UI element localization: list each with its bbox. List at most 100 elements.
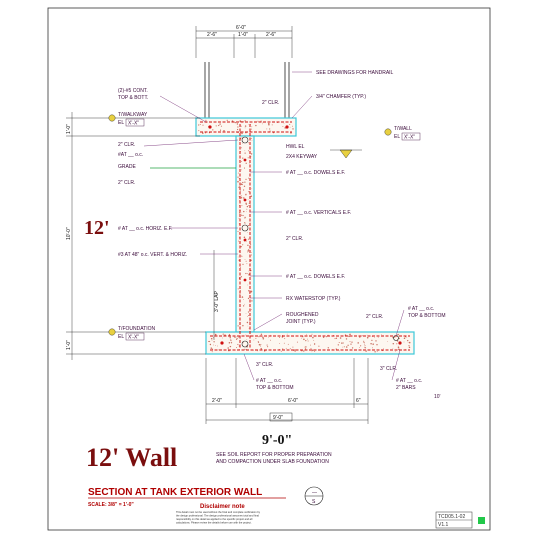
- el-wall-value: X'-X": [404, 135, 415, 141]
- aggregate-speck: [251, 254, 252, 256]
- aggregate-speck: [392, 342, 395, 345]
- aggregate-speck: [287, 343, 289, 345]
- aggregate-speck: [242, 342, 244, 344]
- callout-top: —: [312, 490, 317, 496]
- keyway-note: 2X4 KEYWAY: [286, 154, 318, 160]
- aggregate-speck: [234, 336, 236, 338]
- aggregate-speck: [260, 343, 262, 345]
- aggregate-speck: [310, 344, 312, 346]
- aggregate-speck: [338, 342, 340, 343]
- aggregate-speck: [229, 345, 232, 348]
- aggregate-speck: [249, 203, 251, 205]
- aggregate-speck: [395, 350, 396, 352]
- aggregate-speck: [237, 256, 239, 258]
- handrail: [204, 62, 290, 118]
- aggregate-speck: [248, 163, 250, 165]
- el-foundation-box: [125, 332, 145, 341]
- elevation-markers: [108, 114, 392, 336]
- aggregate-speck: [250, 156, 252, 158]
- aggregate-speck: [250, 259, 252, 262]
- bottom-dim-left: 2'-0": [212, 398, 222, 404]
- aggregate-speck: [236, 128, 239, 131]
- aggregate-speck: [339, 337, 342, 339]
- aggregate-speck: [250, 169, 252, 171]
- aggregate-speck: [247, 297, 250, 300]
- aggregate-speck: [343, 346, 345, 348]
- aggregate-speck: [237, 180, 239, 183]
- aggregate-speck: [251, 140, 253, 142]
- section-title: SECTION AT TANK EXTERIOR WALL: [88, 487, 262, 498]
- el-walkway-prefix: EL: [118, 120, 124, 126]
- aggregate-speck: [289, 123, 291, 126]
- aggregate-speck: [269, 128, 271, 130]
- verticals-ef: # AT __ o.c. VERTICALS E.F.: [286, 210, 351, 216]
- aggregate-speck: [370, 343, 372, 345]
- aggregate-speck: [312, 336, 314, 339]
- aggregate-speck: [408, 345, 410, 347]
- aggregate-speck: [230, 339, 231, 340]
- aggregate-speck: [334, 338, 336, 340]
- aggregate-speck: [278, 342, 280, 344]
- hwl-el: HWL EL: [286, 144, 305, 150]
- aggregate-speck: [248, 290, 250, 292]
- top-bottom-right: TOP & BOTTOM: [408, 313, 446, 319]
- clr-2-slab: 2" CLR.: [366, 314, 383, 320]
- dowels-ef-bottom: # AT __ o.c. DOWELS E.F.: [286, 274, 345, 280]
- aggregate-speck: [244, 218, 246, 219]
- aggregate-speck: [210, 337, 213, 340]
- aggregate-speck: [217, 345, 219, 347]
- aggregate-speck: [351, 341, 353, 343]
- aggregate-speck: [285, 347, 287, 349]
- lap-dimension: 3'-0" LAP: [214, 291, 220, 312]
- aggregate-speck: [238, 336, 239, 338]
- aggregate-speck: [407, 339, 409, 342]
- aggregate-speck: [247, 284, 249, 286]
- aggregate-speck: [371, 339, 373, 342]
- aggregate-speck: [239, 186, 241, 188]
- aggregate-speck: [347, 344, 349, 346]
- aggregate-speck: [262, 336, 264, 339]
- aggregate-speck: [337, 344, 339, 346]
- aggregate-speck: [246, 272, 248, 274]
- aggregate-speck: [345, 338, 348, 340]
- aggregate-speck: [231, 120, 234, 122]
- aggregate-speck: [363, 340, 365, 342]
- aggregate-speck: [247, 157, 249, 159]
- aggregate-speck: [240, 197, 243, 199]
- aggregate-speck: [240, 160, 242, 162]
- aggregate-speck: [349, 333, 351, 336]
- aggregate-speck: [242, 157, 244, 159]
- aggregate-speck: [396, 343, 398, 345]
- aggregate-speck: [246, 208, 248, 210]
- aggregate-speck: [303, 338, 305, 341]
- aggregate-speck: [220, 125, 222, 127]
- el-wall-prefix: EL: [394, 134, 400, 140]
- aggregate-speck: [215, 345, 216, 346]
- aggregate-speck: [270, 334, 272, 336]
- aggregate-speck: [242, 181, 244, 184]
- aggregate-speck: [208, 341, 209, 342]
- aggregate-speck: [290, 132, 292, 134]
- aggregate-speck: [289, 126, 291, 128]
- cont-top-bott-line1: (2)-#5 CONT.: [118, 88, 148, 94]
- aggregate-speck: [348, 335, 350, 338]
- aggregate-speck: [282, 126, 284, 128]
- aggregate-speck: [246, 205, 249, 208]
- aggregate-speck: [230, 341, 232, 343]
- aggregate-speck: [271, 124, 273, 126]
- aggregate-speck: [245, 334, 247, 336]
- aggregate-speck: [211, 351, 213, 353]
- aggregate-speck: [372, 347, 374, 349]
- at-top-bottom-right: # AT __ o.c.: [408, 306, 434, 312]
- aggregate-speck: [237, 126, 239, 128]
- aggregate-speck: [255, 337, 257, 339]
- aggregate-speck: [247, 244, 249, 247]
- aggregate-speck: [262, 337, 265, 340]
- aggregate-speck: [257, 120, 259, 122]
- overall-top-width: 6'-0": [236, 25, 246, 31]
- aggregate-speck: [219, 123, 221, 125]
- aggregate-speck: [327, 347, 329, 349]
- aggregate-speck: [244, 127, 246, 129]
- wall-height-big: 12': [84, 217, 110, 239]
- aggregate-speck: [250, 153, 253, 155]
